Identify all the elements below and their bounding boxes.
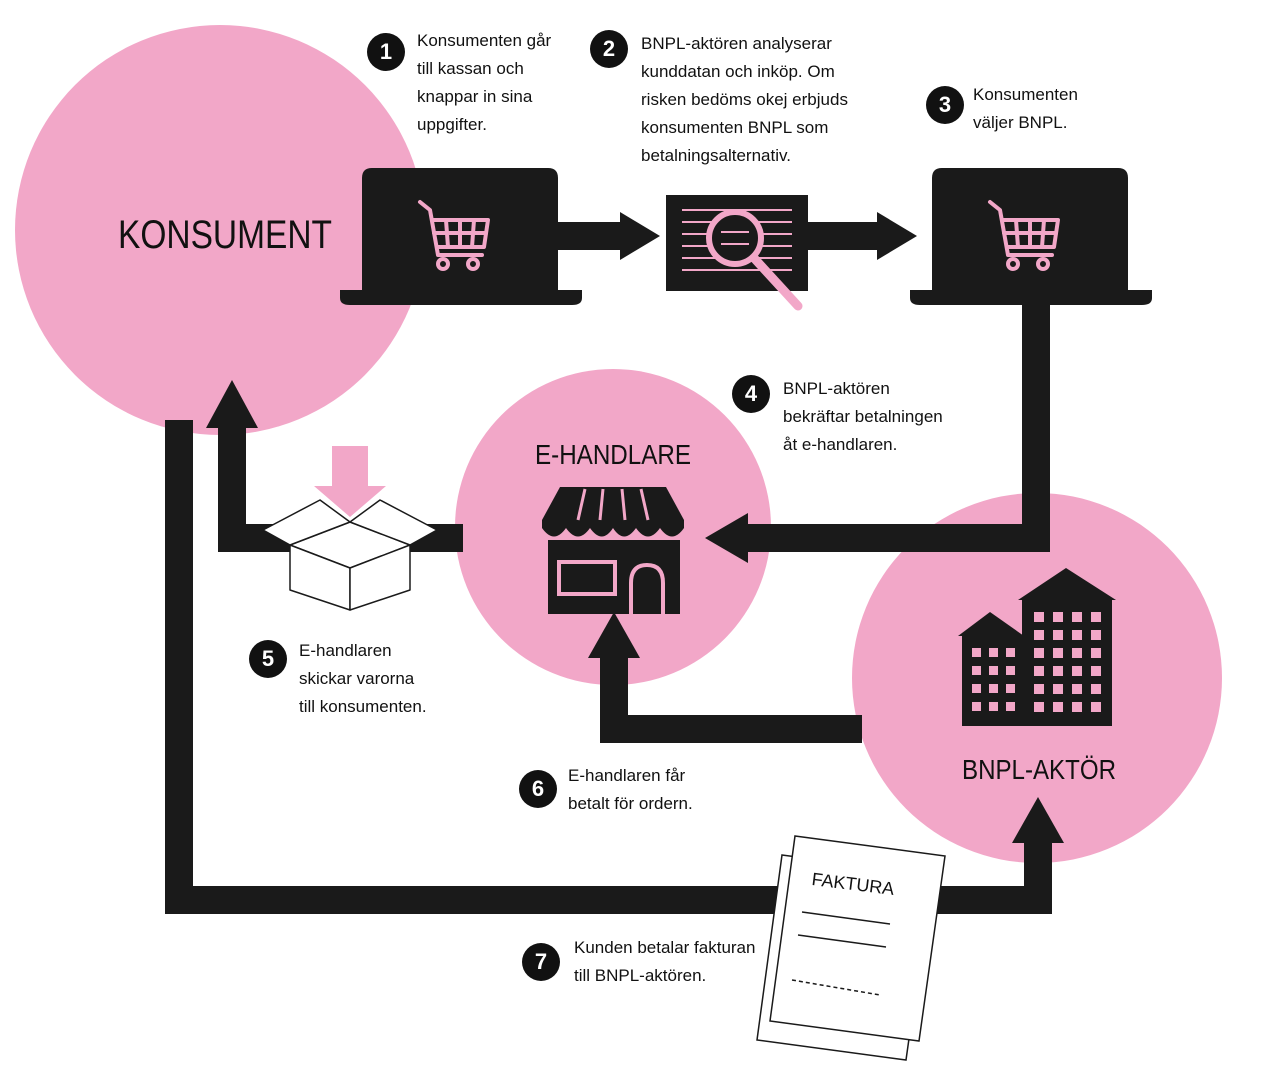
building-window: [1006, 702, 1015, 711]
laptop-choose-bnpl: [910, 168, 1152, 305]
building-window: [1034, 648, 1044, 658]
building-window: [1053, 702, 1063, 712]
step-4-text: BNPL-aktören bekräftar betalningen åt e-…: [783, 375, 943, 459]
step-3-text: Konsumenten väljer BNPL.: [973, 81, 1078, 137]
building-window: [1053, 648, 1063, 658]
step-2-line: betalningsalternativ.: [641, 146, 791, 165]
step-3-line: Konsumenten: [973, 85, 1078, 104]
step-1-line: Konsumenten går: [417, 31, 552, 50]
step-1-badge: 1: [367, 33, 405, 71]
step-4-line: BNPL-aktören: [783, 379, 890, 398]
step-2-badge: 2: [590, 30, 628, 68]
step-6-line: betalt för ordern.: [568, 794, 693, 813]
consumer-label: KONSUMENT: [118, 213, 332, 257]
step-4-badge: 4: [732, 375, 770, 413]
magnifier-icon: [706, 209, 803, 311]
building-window: [1006, 684, 1015, 693]
step-2-line: kunddatan och inköp. Om: [641, 62, 835, 81]
step-7-badge: 7: [522, 943, 560, 981]
flow-arrows: [165, 212, 1064, 914]
analysis-card: [666, 195, 808, 311]
step-5-badge: 5: [249, 640, 287, 678]
building-window: [1091, 630, 1101, 640]
down-arrow-icon: [314, 446, 386, 517]
building-window: [1034, 630, 1044, 640]
storefront-icon: [542, 487, 684, 614]
step-6-line: E-handlaren får: [568, 766, 686, 785]
building-window: [972, 648, 981, 657]
step-2-line: konsumenten BNPL som: [641, 118, 829, 137]
building-window: [1053, 684, 1063, 694]
building-window: [1034, 702, 1044, 712]
building-window: [989, 702, 998, 711]
step-5-text: E-handlaren skickar varorna till konsume…: [299, 637, 427, 721]
step-7-text: Kunden betalar fakturan till BNPL-aktöre…: [574, 934, 755, 990]
step-5-line: skickar varorna: [299, 669, 415, 688]
building-window: [1091, 702, 1101, 712]
open-box-icon: [262, 499, 438, 611]
building-window: [972, 684, 981, 693]
building-window: [1006, 666, 1015, 675]
bnpl-label: BNPL-AKTÖR: [962, 754, 1116, 785]
building-window: [989, 666, 998, 675]
building-window: [1072, 612, 1082, 622]
step-3-badge: 3: [926, 86, 964, 124]
step-4-line: åt e-handlaren.: [783, 435, 898, 454]
building-window: [1053, 666, 1063, 676]
step-6-text: E-handlaren får betalt för ordern.: [568, 762, 693, 818]
building-window: [1072, 702, 1082, 712]
building-window: [1091, 648, 1101, 658]
step-6-badge: 6: [519, 770, 557, 808]
step-2-text: BNPL-aktören analyserar kunddatan och in…: [641, 30, 848, 170]
building-window: [1072, 648, 1082, 658]
building-window: [1091, 684, 1101, 694]
step-1-line: till kassan och: [417, 59, 524, 78]
building-window: [1006, 648, 1015, 657]
building-window: [989, 648, 998, 657]
building-window: [972, 702, 981, 711]
building-window: [1034, 666, 1044, 676]
step-1-line: knappar in sina: [417, 87, 533, 106]
step-1-line: uppgifter.: [417, 115, 487, 134]
laptop-checkout: [340, 168, 582, 305]
shopping-cart-icon: [418, 200, 490, 271]
building-window: [1053, 612, 1063, 622]
step-5-line: E-handlaren: [299, 641, 392, 660]
step-3-line: väljer BNPL.: [973, 113, 1068, 132]
consumer-circle: [15, 25, 425, 435]
building-window: [972, 666, 981, 675]
step-7-line: Kunden betalar fakturan: [574, 938, 756, 957]
building-window: [1091, 612, 1101, 622]
merchant-label: E-HANDLARE: [535, 439, 691, 470]
step-2-line: BNPL-aktören analyserar: [641, 34, 832, 53]
building-window: [1091, 666, 1101, 676]
building-window: [1072, 630, 1082, 640]
building-window: [1072, 684, 1082, 694]
step-7-line: till BNPL-aktören.: [574, 966, 707, 985]
step-1-text: Konsumenten går till kassan och knappar …: [417, 27, 551, 139]
building-window: [1034, 684, 1044, 694]
building-window: [1072, 666, 1082, 676]
building-window: [1053, 630, 1063, 640]
step-5-line: till konsumenten.: [299, 697, 427, 716]
building-window: [1034, 612, 1044, 622]
shopping-cart-icon: [988, 200, 1060, 271]
step-2-line: risken bedöms okej erbjuds: [641, 90, 848, 109]
office-building-icon: [958, 568, 1116, 726]
invoice-icon: [756, 835, 946, 1061]
step-4-line: bekräftar betalningen: [783, 407, 943, 426]
building-window: [989, 684, 998, 693]
